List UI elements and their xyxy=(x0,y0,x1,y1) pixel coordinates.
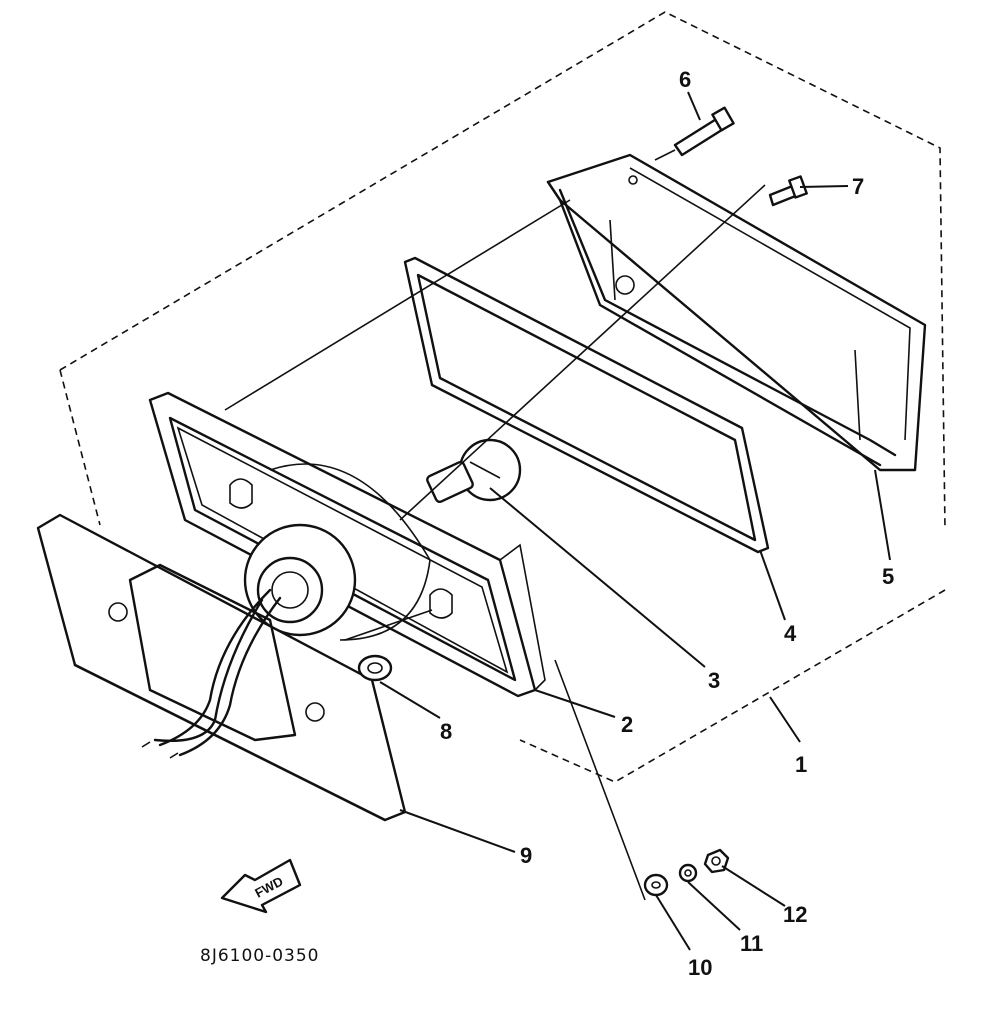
assembly-outline xyxy=(59,11,946,783)
screw-6 xyxy=(673,106,735,157)
callout-1: 1 xyxy=(795,752,807,777)
callout-6: 6 xyxy=(679,67,691,92)
callout-10: 10 xyxy=(688,955,712,980)
screw-7 xyxy=(768,175,808,207)
lens-housing xyxy=(546,153,927,472)
fwd-arrow-icon: FWD xyxy=(220,858,302,914)
callout-5: 5 xyxy=(882,564,894,589)
callout-8: 8 xyxy=(440,719,452,744)
leader-lines xyxy=(379,91,891,951)
bulb xyxy=(426,438,522,504)
callout-4: 4 xyxy=(784,621,797,646)
alignment-lines xyxy=(224,149,766,901)
callout-12: 12 xyxy=(783,902,807,927)
drawing-code: 8J6100-0350 xyxy=(200,946,320,966)
grommet xyxy=(357,654,393,682)
gasket xyxy=(403,256,770,554)
washer-11 xyxy=(678,863,698,883)
callout-9: 9 xyxy=(520,843,532,868)
callout-7: 7 xyxy=(852,174,864,199)
washer-10 xyxy=(643,873,669,897)
callout-3: 3 xyxy=(708,668,720,693)
callout-2: 2 xyxy=(621,712,633,737)
callout-11: 11 xyxy=(740,931,763,956)
